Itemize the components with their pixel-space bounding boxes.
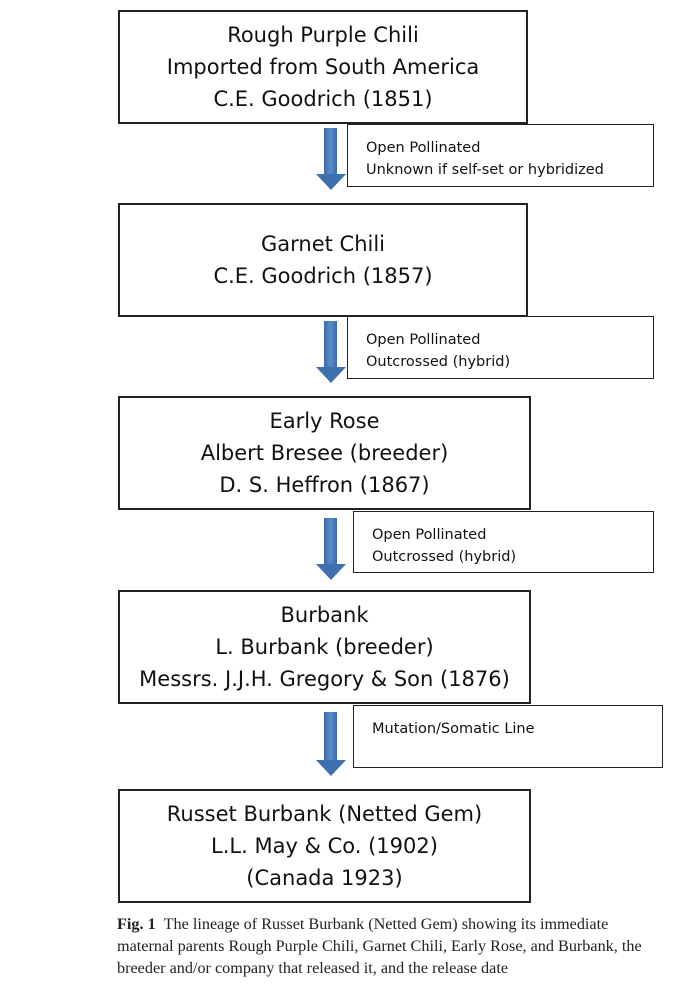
node-line: Rough Purple Chili bbox=[227, 23, 419, 47]
node-russet-burbank: Russet Burbank (Netted Gem) L.L. May & C… bbox=[118, 789, 531, 903]
down-arrow-icon bbox=[316, 128, 346, 190]
node-line: Garnet Chili bbox=[260, 232, 386, 256]
edge-line: Open Pollinated bbox=[366, 332, 481, 348]
node-line: C.E. Goodrich (1857) bbox=[213, 264, 433, 288]
node-burbank: Burbank L. Burbank (breeder) Messrs. J.J… bbox=[118, 590, 531, 704]
node-line: Early Rose bbox=[269, 409, 380, 433]
edge-line: Outcrossed (hybrid) bbox=[372, 549, 517, 565]
node-line: (Canada 1923) bbox=[246, 866, 403, 890]
figure-label: Fig. 1 bbox=[117, 915, 156, 933]
edge-line: Open Pollinated bbox=[366, 140, 481, 156]
node-line: L.L. May & Co. (1902) bbox=[211, 834, 438, 858]
node-line: Burbank bbox=[280, 603, 369, 627]
edge-line: Unknown if self-set or hybridized bbox=[366, 162, 604, 178]
down-arrow-icon bbox=[316, 712, 346, 776]
edge-line: Open Pollinated bbox=[372, 527, 487, 543]
caption-text: The lineage of Russet Burbank (Netted Ge… bbox=[117, 915, 642, 977]
node-rough-purple-chili: Rough Purple Chili Imported from South A… bbox=[118, 10, 528, 124]
node-garnet-chili: Garnet Chili C.E. Goodrich (1857) bbox=[118, 203, 528, 317]
node-line: L. Burbank (breeder) bbox=[215, 635, 434, 659]
edge-line: Outcrossed (hybrid) bbox=[366, 354, 511, 370]
node-line: Albert Bresee (breeder) bbox=[200, 441, 449, 465]
edge-label-1: Open Pollinated Unknown if self-set or h… bbox=[347, 124, 654, 187]
edge-line: Mutation/Somatic Line bbox=[372, 721, 535, 737]
node-line: C.E. Goodrich (1851) bbox=[213, 87, 433, 111]
node-line: Messrs. J.J.H. Gregory & Son (1876) bbox=[139, 667, 510, 691]
edge-label-2: Open Pollinated Outcrossed (hybrid) bbox=[347, 316, 654, 379]
edge-label-3: Open Pollinated Outcrossed (hybrid) bbox=[353, 511, 654, 573]
edge-label-4: Mutation/Somatic Line bbox=[353, 705, 663, 768]
down-arrow-icon bbox=[316, 321, 346, 383]
down-arrow-icon bbox=[316, 518, 346, 580]
node-line: Imported from South America bbox=[166, 55, 480, 79]
node-line: Russet Burbank (Netted Gem) bbox=[166, 802, 483, 826]
node-early-rose: Early Rose Albert Bresee (breeder) D. S.… bbox=[118, 396, 531, 510]
node-line: D. S. Heffron (1867) bbox=[219, 473, 430, 497]
